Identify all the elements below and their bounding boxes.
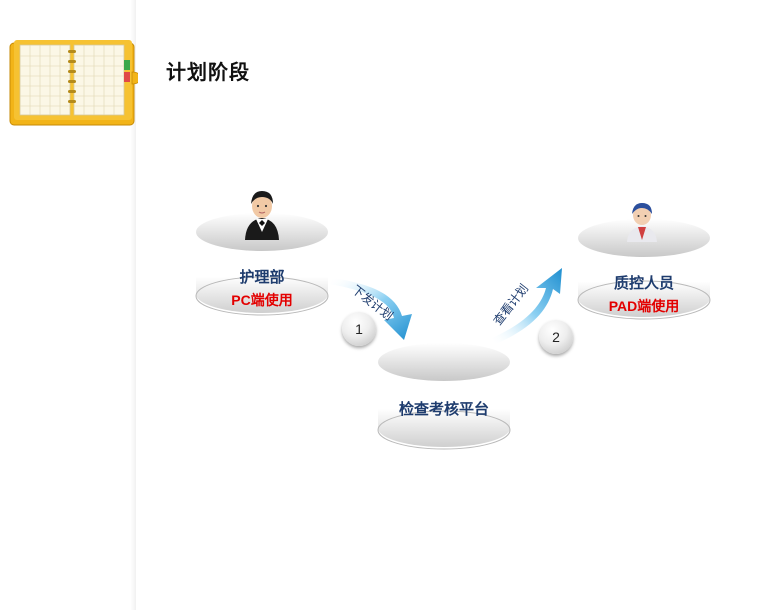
staff-person-icon bbox=[625, 200, 659, 242]
notebook-icon bbox=[8, 38, 141, 128]
step-2-badge: 2 bbox=[539, 320, 573, 354]
node-qc-device: PAD端使用 bbox=[608, 298, 680, 314]
node-qc-staff: 质控人员 PAD端使用 bbox=[577, 214, 711, 326]
arrow-send-plan bbox=[330, 278, 412, 340]
arrow-view-plan bbox=[492, 268, 562, 344]
page-title: 计划阶段 bbox=[166, 60, 250, 84]
node-inspection-platform: 检查考核平台 bbox=[377, 340, 511, 452]
node-qc-name: 质控人员 bbox=[613, 274, 674, 292]
doctor-person-icon bbox=[242, 186, 282, 240]
node-platform-name: 检查考核平台 bbox=[398, 400, 489, 418]
step-1-badge: 1 bbox=[342, 312, 376, 346]
node-nursing-name: 护理部 bbox=[239, 268, 285, 286]
node-nursing-device: PC端使用 bbox=[231, 292, 293, 308]
